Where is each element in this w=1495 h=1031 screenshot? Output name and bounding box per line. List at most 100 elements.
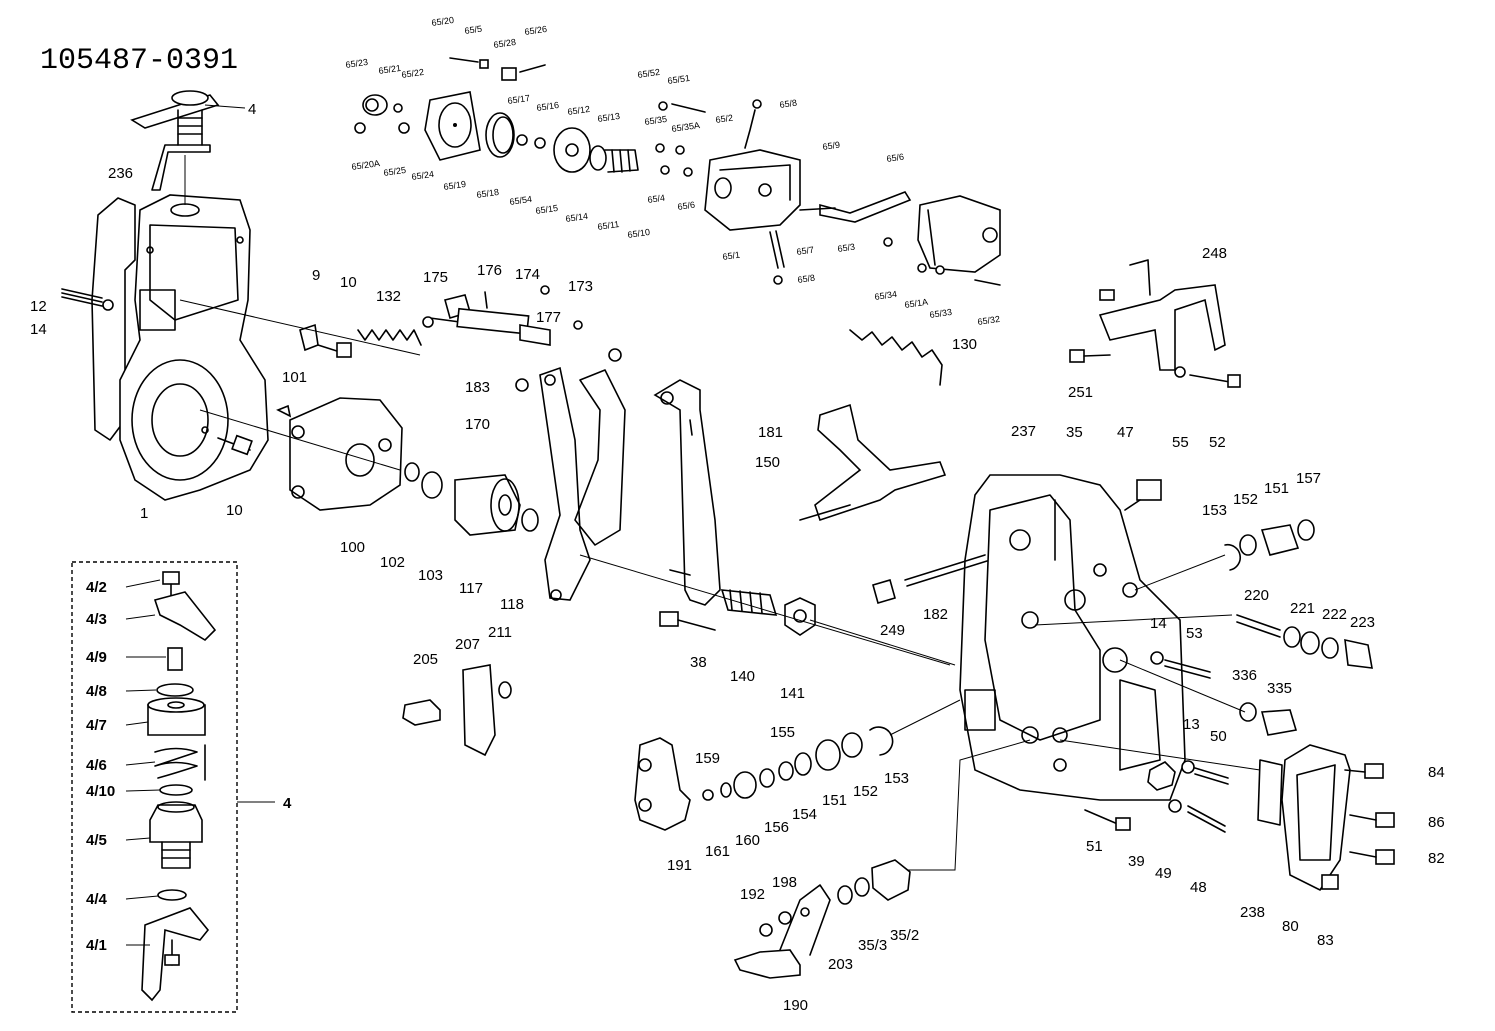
label-83: 83	[1317, 932, 1334, 949]
part-label-s65_51: 65/51	[667, 73, 691, 86]
label-132: 132	[376, 288, 401, 305]
label-130: 130	[952, 336, 977, 353]
label-4: 4	[248, 101, 256, 118]
part-label-s65_12: 65/12	[567, 104, 591, 117]
part-label-s65_34: 65/34	[874, 289, 898, 302]
part-label-s65_6b: 65/6	[886, 152, 905, 164]
part-label-s65_8: 65/8	[779, 98, 798, 110]
label-156: 156	[764, 819, 789, 836]
part-label-8: 4/4	[86, 891, 108, 908]
governor-housing	[61, 90, 269, 501]
label-161: 161	[705, 843, 730, 860]
part-label-s65_23: 65/23	[345, 57, 369, 70]
part-label-s65_17: 65/17	[507, 93, 531, 106]
label-211: 211	[488, 624, 512, 641]
label-154: 154	[792, 806, 817, 823]
label-236: 236	[108, 165, 133, 182]
governor-cover	[872, 259, 1395, 892]
label-14: 14	[30, 321, 47, 338]
part-label-s65_11: 65/11	[597, 219, 620, 232]
label-173: 173	[568, 278, 593, 295]
label-152: 152	[1233, 491, 1258, 508]
label-35-3: 35/3	[858, 937, 887, 954]
drawing-number: 105487-0391	[40, 44, 238, 78]
label-222: 222	[1322, 606, 1347, 623]
part-label-s65_14: 65/14	[565, 211, 589, 224]
part-label-s65_52: 65/52	[637, 67, 661, 80]
label-13: 13	[1183, 716, 1200, 733]
part-label-s65_8b: 65/8	[797, 273, 816, 285]
inset-assembly-4	[71, 561, 275, 1013]
label-55: 55	[1172, 434, 1189, 451]
bottom-parts	[634, 699, 961, 979]
part-label-s65_15: 65/15	[535, 203, 559, 216]
part-label-s65_5: 65/5	[464, 24, 483, 36]
label-248: 248	[1202, 245, 1227, 262]
label-205: 205	[413, 651, 438, 668]
part-label-9: 4/1	[86, 937, 107, 954]
label-118: 118	[500, 596, 524, 613]
inset-labels: 4/2 4/3 4/9 4/8 4/7 4/6 4/10 4/5 4/4 4/1…	[86, 579, 292, 954]
label-203: 203	[828, 956, 853, 973]
label-84: 84	[1428, 764, 1445, 781]
label-48: 48	[1190, 879, 1207, 896]
part-label-s65_1: 65/1	[722, 250, 741, 262]
part-label-s65_25: 65/25	[383, 165, 407, 178]
label-237: 237	[1011, 423, 1036, 440]
label-1: 1	[140, 505, 148, 522]
label-151: 151	[822, 792, 847, 809]
part-label-s65_35: 65/35	[644, 114, 668, 127]
part-label-s65_22: 65/22	[401, 67, 425, 80]
sub-part-labels: 65/20 65/5 65/28 65/26 65/23 65/21 65/22…	[345, 15, 1001, 327]
label-223: 223	[1350, 614, 1375, 631]
label-191: 191	[667, 857, 692, 874]
label-177: 177	[536, 309, 561, 326]
label-150: 150	[755, 454, 780, 471]
label-221: 221	[1290, 600, 1315, 617]
part-label-s65_20: 65/20	[431, 15, 455, 28]
label-251: 251	[1068, 384, 1093, 401]
label-157: 157	[1296, 470, 1321, 487]
part-label-s65_9: 65/9	[822, 140, 841, 152]
label-153: 153	[1202, 502, 1227, 519]
label-35: 35	[1066, 424, 1083, 441]
label-220: 220	[1244, 587, 1269, 604]
part-label-s65_13: 65/13	[597, 111, 621, 124]
label-183: 183	[465, 379, 490, 396]
label-176: 176	[477, 262, 502, 279]
label-190: 190	[783, 997, 808, 1014]
label-117: 117	[459, 580, 483, 597]
part-label-s65_1A: 65/1A	[904, 297, 929, 310]
label-51: 51	[1086, 838, 1103, 855]
label-192: 192	[740, 886, 765, 903]
label-102: 102	[380, 554, 405, 571]
part-label-s65_24: 65/24	[411, 169, 435, 182]
part-label-s65_32: 65/32	[977, 314, 1001, 327]
label-80: 80	[1282, 918, 1299, 935]
label-50: 50	[1210, 728, 1227, 745]
part-label-s65_7: 65/7	[796, 245, 815, 257]
part-label-s65_3: 65/3	[837, 242, 856, 254]
part-label-s65_4: 65/4	[647, 193, 666, 205]
label-53: 53	[1186, 625, 1203, 642]
part-labels: 4 236 12 14 1 10 9 10 132 175 176 174 17…	[30, 101, 1445, 1014]
label-159: 159	[695, 750, 720, 767]
label-86: 86	[1428, 814, 1445, 831]
part-label-s65_10: 65/10	[627, 227, 651, 240]
label-10: 10	[340, 274, 357, 291]
part-label-s65_28a: 65/28	[493, 37, 517, 50]
label-238: 238	[1240, 904, 1265, 921]
part-label-1: 4/3	[86, 611, 107, 628]
label-155: 155	[770, 724, 795, 741]
part-label-s65_20A: 65/20A	[351, 158, 381, 172]
part-label-5: 4/6	[86, 757, 107, 774]
label-151: 151	[1264, 480, 1289, 497]
label-9: 9	[312, 267, 320, 284]
label-175: 175	[423, 269, 448, 286]
label-101: 101	[282, 369, 307, 386]
label-100: 100	[340, 539, 365, 556]
label-49: 49	[1155, 865, 1172, 882]
label-38: 38	[690, 654, 707, 671]
part-label-6: 4/10	[86, 783, 115, 800]
